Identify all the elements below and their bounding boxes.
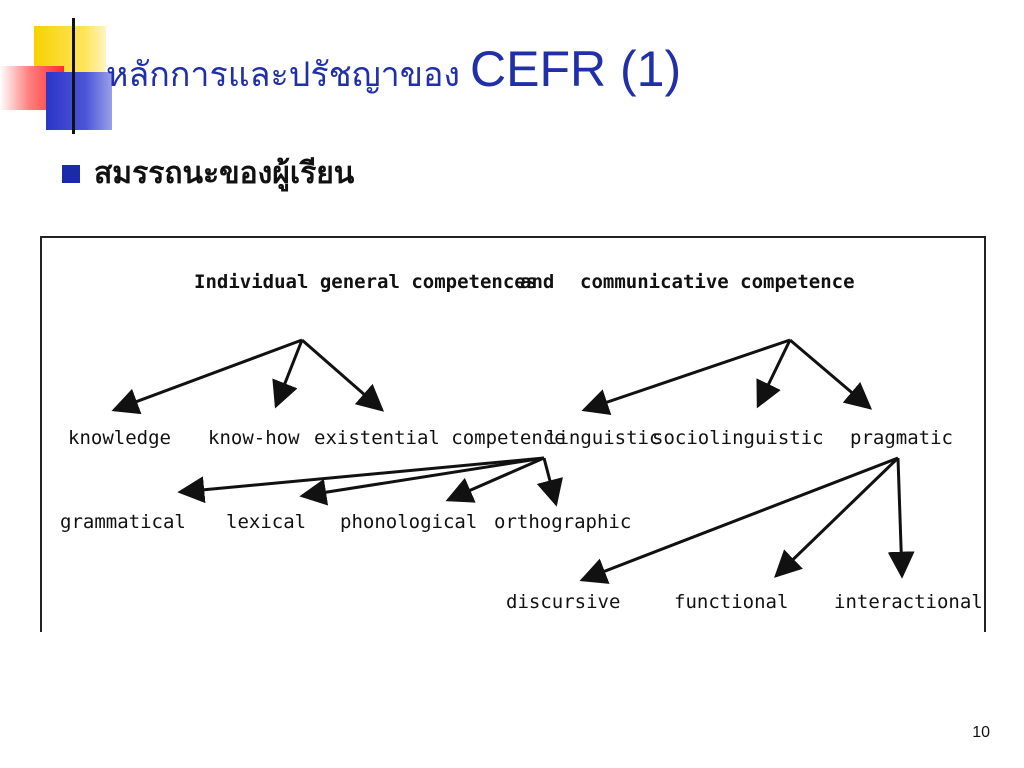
arrow-to-orthographic [536, 457, 563, 507]
arrow-to-linguistic [581, 338, 791, 415]
arrow-to-discursive [579, 456, 899, 584]
bullet-square-icon [62, 164, 80, 183]
node-lexical: lexical [226, 511, 306, 533]
node-pragmatic: pragmatic [850, 427, 953, 449]
diagram-frame [40, 236, 986, 632]
node-sociolinguistic: sociolinguistic [652, 427, 824, 449]
node-interactional: interactional [834, 591, 983, 613]
slide-title: หลักการและปรัชญาของ CEFR (1) [106, 40, 681, 120]
node-linguistic: linguistic [546, 427, 660, 449]
arrow-to-existential [301, 338, 385, 412]
arrow-to-knowledge [111, 338, 303, 415]
arrow-to-phonological [445, 456, 545, 503]
node-grammatical: grammatical [60, 511, 186, 533]
communicative-competence-arrows [581, 338, 873, 415]
heading-and: and [520, 271, 554, 293]
page-number: 10 [972, 724, 990, 741]
node-discursive: discursive [506, 591, 620, 613]
decor-vertical-line [72, 18, 75, 134]
arrow-to-interactional [887, 457, 915, 579]
slide-title-thai: หลักการและปรัชญาของ [106, 55, 461, 95]
pragmatic-arrows [579, 456, 915, 584]
decor-blue-block [46, 72, 112, 130]
slide-title-latin: CEFR (1) [470, 41, 682, 97]
node-knowledge: knowledge [68, 427, 171, 449]
linguistic-arrows [177, 456, 563, 507]
heading-communicative-competence: communicative competence [580, 271, 855, 293]
node-functional: functional [674, 591, 788, 613]
bullet-text: สมรรถนะของผู้เรียน [94, 156, 355, 191]
arrow-to-functional [774, 456, 900, 578]
general-competence-arrows [111, 338, 385, 415]
node-phonological: phonological [340, 511, 477, 533]
arrow-to-know-how [272, 339, 304, 409]
node-know-how: know-how [208, 427, 300, 449]
arrow-to-sociolinguistic [756, 339, 792, 409]
bullet-item: สมรรถนะของผู้เรียน [62, 150, 354, 197]
arrow-to-lexical [299, 456, 545, 506]
node-orthographic: orthographic [494, 511, 631, 533]
node-existential-competence: existential competence [314, 427, 566, 449]
arrow-to-grammatical [177, 456, 545, 504]
heading-general-competences: Individual general competences [194, 271, 537, 293]
arrow-to-pragmatic [789, 338, 873, 410]
